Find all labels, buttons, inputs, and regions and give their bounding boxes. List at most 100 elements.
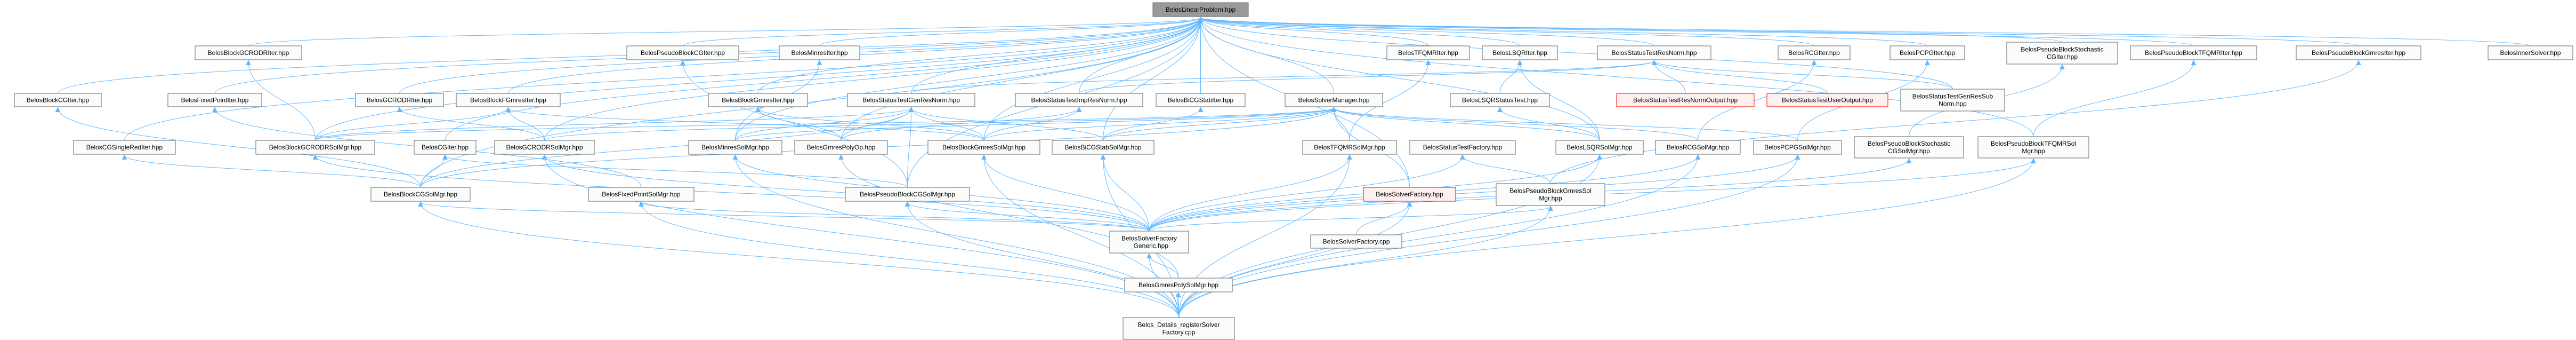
node-gcrodr-iter[interactable]: BelosGCRODRIter.hpp — [355, 93, 444, 107]
node-gcrodr-sol-mgr[interactable]: BelosGCRODRSolMgr.hpp — [494, 140, 595, 155]
edge-solver-factory-generic-to-status-test-factory — [1149, 155, 1463, 232]
node-box — [1889, 45, 1965, 60]
node-box — [1052, 140, 1154, 155]
node-label: BelosPseudoBlockGmresSol — [1509, 187, 1591, 195]
node-label: BelosStatusTestResNorm.hpp — [1611, 49, 1697, 57]
node-cg-iter[interactable]: BelosCGIter.hpp — [414, 140, 477, 155]
node-box — [1124, 278, 1233, 292]
node-box — [1482, 45, 1558, 60]
edge-cg-iter-to-linear-problem — [445, 18, 1201, 141]
node-pcpg-iter[interactable]: BelosPCPGIter.hpp — [1889, 45, 1965, 60]
node-box — [794, 140, 888, 155]
node-block-gmres-iter[interactable]: BelosBlockGmresIter.hpp — [708, 93, 808, 107]
node-label: BelosMinresSolMgr.hpp — [701, 144, 769, 151]
node-block-gcrodr-sol-mgr[interactable]: BelosBlockGCRODRSolMgr.hpp — [255, 140, 375, 155]
edge-pseudo-block-cg-iter-to-linear-problem — [682, 18, 1201, 46]
node-status-test-gen-res-norm[interactable]: BelosStatusTestGenResNorm.hpp — [847, 93, 975, 107]
node-box — [927, 140, 1040, 155]
node-lsqr-sol-mgr[interactable]: BelosLSQRSolMgr.hpp — [1555, 140, 1644, 155]
node-box — [626, 45, 739, 60]
node-label: BelosTFQMRIter.hpp — [1398, 49, 1458, 57]
node-rcg-iter[interactable]: BelosRCGIter.hpp — [1778, 45, 1851, 60]
node-gmres-poly-op[interactable]: BelosGmresPolyOp.hpp — [794, 140, 888, 155]
node-status-test-res-norm[interactable]: BelosStatusTestResNorm.hpp — [1597, 45, 1711, 60]
node-solver-factory-generic[interactable]: BelosSolverFactory_Generic.hpp — [1109, 231, 1189, 254]
node-lsqr-iter[interactable]: BelosLSQRIter.hpp — [1482, 45, 1558, 60]
node-block-cg-iter[interactable]: BelosBlockCGIter.hpp — [14, 93, 102, 107]
node-rcg-sol-mgr[interactable]: BelosRCGSolMgr.hpp — [1655, 140, 1741, 155]
node-pseudo-block-tfqmr-iter[interactable]: BelosPseudoBlockTFQMRIter.hpp — [2130, 45, 2257, 60]
node-solver-factory-hpp[interactable]: BelosSolverFactory.hpp — [1363, 187, 1456, 202]
node-bicgstab-iter[interactable]: BelosBiCGStabIter.hpp — [1156, 93, 1246, 107]
node-pcpg-sol-mgr[interactable]: BelosPCPGSolMgr.hpp — [1753, 140, 1842, 155]
node-box — [414, 140, 477, 155]
node-block-fgmres-iter[interactable]: BelosBlockFGmresIter.hpp — [456, 93, 561, 107]
node-label: BelosPseudoBlockGmresIter.hpp — [2312, 49, 2405, 57]
node-box — [1597, 45, 1711, 60]
edge-lsqr-iter-to-linear-problem — [1201, 18, 1520, 46]
node-label: BelosGCRODRIter.hpp — [367, 97, 433, 104]
node-minres-sol-mgr[interactable]: BelosMinresSolMgr.hpp — [688, 140, 782, 155]
node-pseudo-block-cg-sol-mgr[interactable]: BelosPseudoBlockCGSolMgr.hpp — [845, 187, 970, 202]
edge-solver-factory-generic-to-bicgstab-sol-mgr — [1103, 155, 1150, 232]
edge-details-register-to-pseudo-block-tfqmr-sol-mgr — [1178, 159, 2034, 318]
node-tfqmr-iter[interactable]: BelosTFQMRIter.hpp — [1386, 45, 1470, 60]
node-bicgstab-sol-mgr[interactable]: BelosBiCGStabSolMgr.hpp — [1052, 140, 1154, 155]
node-minres-iter[interactable]: BelosMinresIter.hpp — [779, 45, 860, 60]
node-label: BelosTFQMRSolMgr.hpp — [1314, 144, 1385, 151]
node-block-gcrodr-iter[interactable]: BelosBlockGCRODRIter.hpp — [195, 45, 302, 60]
node-box — [1123, 317, 1235, 340]
edge-gmres-poly-op-to-linear-problem — [841, 18, 1201, 141]
edge-lsqr-sol-mgr-to-solver-manager — [1334, 108, 1600, 141]
node-fixed-point-iter[interactable]: BelosFixedPointIter.hpp — [167, 93, 262, 107]
node-label: BelosStatusTestResNormOutput.hpp — [1633, 97, 1738, 104]
node-box — [255, 140, 375, 155]
node-block-gmres-sol-mgr[interactable]: BelosBlockGmresSolMgr.hpp — [927, 140, 1040, 155]
node-box — [1778, 45, 1851, 60]
edge-solver-factory-generic-to-block-gmres-sol-mgr — [984, 155, 1150, 232]
edge-block-cg-sol-mgr-to-block-cg-iter — [58, 108, 421, 188]
edge-block-gcrodr-sol-mgr-to-block-fgmres-iter — [315, 108, 508, 141]
node-fixed-point-sol-mgr[interactable]: BelosFixedPointSolMgr.hpp — [588, 187, 695, 202]
node-label: BelosBlockGCRODRIter.hpp — [208, 49, 289, 57]
node-solver-manager[interactable]: BelosSolverManager.hpp — [1285, 93, 1383, 107]
node-status-test-res-norm-output[interactable]: BelosStatusTestResNormOutput.hpp — [1616, 93, 1755, 107]
edge-status-test-imp-res-norm-to-linear-problem — [1079, 18, 1201, 94]
node-inner-solver[interactable]: BelosInnerSolver.hpp — [2488, 45, 2573, 60]
node-gmres-poly-sol-mgr[interactable]: BelosGmresPolySolMgr.hpp — [1124, 278, 1233, 292]
edge-pseudo-block-tfqmr-sol-mgr-to-linear-problem — [1201, 18, 2034, 137]
node-cg-single-red-iter[interactable]: BelosCGSingleRedIter.hpp — [73, 140, 176, 155]
node-label: BelosBlockGCRODRSolMgr.hpp — [269, 144, 362, 151]
node-block-cg-sol-mgr[interactable]: BelosBlockCGSolMgr.hpp — [370, 187, 471, 202]
edge-block-gcrodr-iter-to-linear-problem — [248, 18, 1201, 46]
edge-lsqr-status-test-to-lsqr-iter — [1499, 61, 1520, 94]
node-status-test-factory[interactable]: BelosStatusTestFactory.hpp — [1409, 140, 1516, 155]
node-label: BelosLSQRStatusTest.hpp — [1462, 97, 1538, 104]
node-linear-problem[interactable]: BelosLinearProblem.hpp — [1152, 2, 1249, 17]
node-status-test-user-output[interactable]: BelosStatusTestUserOutput.hpp — [1766, 93, 1888, 107]
node-box — [370, 187, 471, 202]
node-label: BelosMinresIter.hpp — [791, 49, 847, 57]
edge-inner-solver-to-linear-problem — [1201, 18, 2531, 46]
node-solver-factory-cpp[interactable]: BelosSolverFactory.cpp — [1310, 234, 1402, 249]
node-label: BelosRCGSolMgr.hpp — [1667, 144, 1730, 151]
edge-solver-factory-generic-to-block-gcrodr-sol-mgr — [316, 155, 1150, 232]
node-box — [1555, 140, 1644, 155]
node-tfqmr-sol-mgr[interactable]: BelosTFQMRSolMgr.hpp — [1302, 140, 1397, 155]
node-label: BelosBiCGStabIter.hpp — [1168, 97, 1234, 104]
node-pseudo-block-gmres-iter[interactable]: BelosPseudoBlockGmresIter.hpp — [2296, 45, 2421, 60]
edge-pseudo-block-cg-sol-mgr-to-cg-iter — [445, 155, 908, 188]
node-label: BelosFixedPointIter.hpp — [181, 97, 249, 104]
node-lsqr-status-test[interactable]: BelosLSQRStatusTest.hpp — [1450, 93, 1550, 107]
node-status-test-imp-res-norm[interactable]: BelosStatusTestImpResNorm.hpp — [1015, 93, 1143, 107]
node-label: BelosStatusTestImpResNorm.hpp — [1031, 97, 1127, 104]
node-label: Factory.cpp — [1162, 329, 1196, 336]
edge-block-cg-sol-mgr-to-cg-iter — [420, 155, 445, 188]
node-pseudo-block-cg-iter[interactable]: BelosPseudoBlockCGIter.hpp — [626, 45, 739, 60]
